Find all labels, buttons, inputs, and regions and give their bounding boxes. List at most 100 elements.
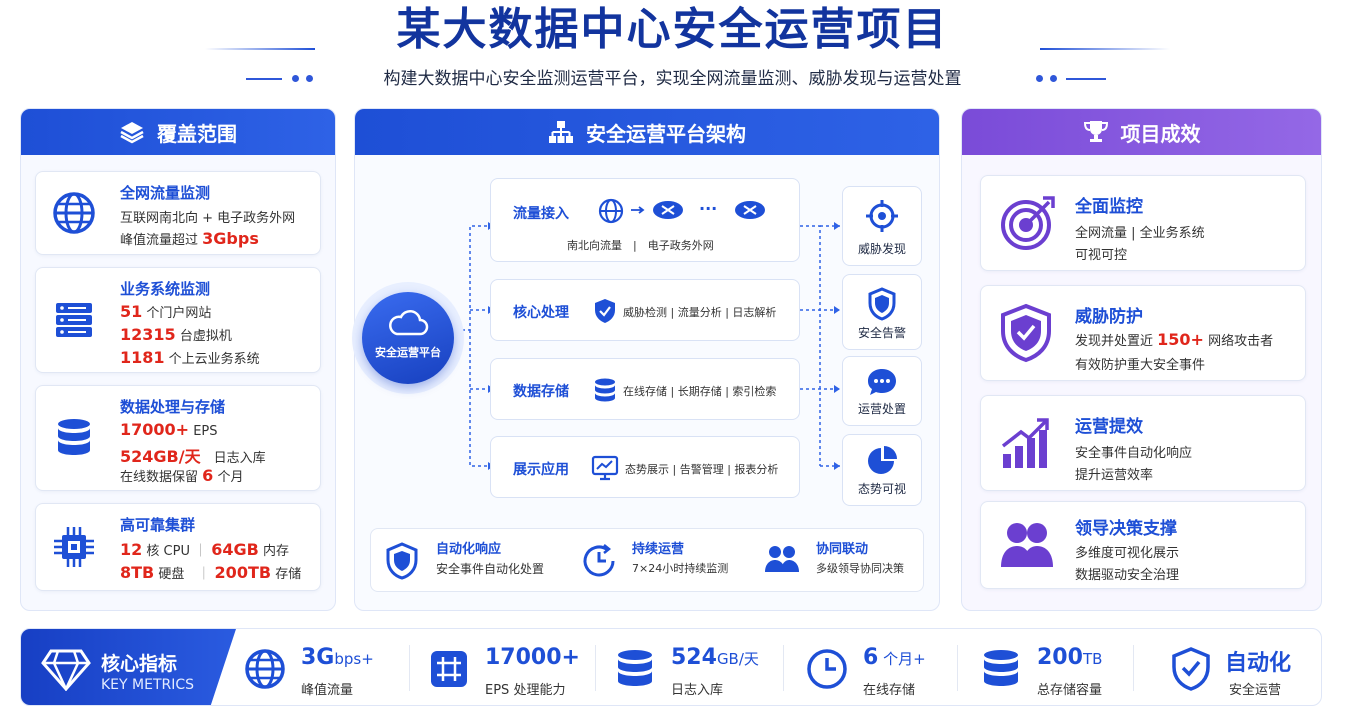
metric-divider [595,645,596,691]
results-title: 项目成效 [1120,121,1201,146]
key-metrics-header: 核心指标 KEY METRICS [21,629,236,705]
database-icon [618,650,652,686]
result-text: 网络攻击者 [1208,334,1274,349]
flow-label: 展示应用 [513,462,569,478]
metric-number: 200 [1037,645,1083,670]
card-text: 个门户网站 [146,306,212,321]
card-value: 3Gbps [202,229,259,248]
result-value: 150+ [1157,330,1204,349]
card-value: 8TB [120,563,155,582]
card-text: 峰值流量超过 [120,233,199,248]
monitor-chart-icon [591,455,619,481]
router-icon [653,201,683,219]
results-panel: 项目成效 全面监控 全网流量 | 全业务系统 可视可控 威胁防护 发现并处置近 … [961,108,1322,611]
flow-label: 核心处理 [513,305,569,321]
card-line: 峰值流量超过 3Gbps [120,229,259,248]
subtitle-dot [1050,75,1057,82]
feature-continuous-ops: 持续运营 7×24小时持续监测 [580,528,750,592]
flow-detail: 威胁检测 | 流量分析 | 日志解析 [623,306,777,319]
card-line: 1181 个上云业务系统 [120,348,260,367]
metric-value: 524GB/天 [671,645,759,670]
card-line: 8TB 硬盘 ｜ 200TB 存储 [120,563,302,582]
pie-chart-icon [868,446,897,474]
network-icon [549,121,573,143]
crosshair-icon [866,200,898,232]
card-value: 12 [120,540,143,559]
output-operation: 运营处置 [842,356,922,426]
feature-sub: 多级领导协同决策 [816,562,904,575]
coverage-card-traffic: 全网流量监测 互联网南北向 + 电子政务外网 峰值流量超过 3Gbps [35,171,321,255]
card-value: 200TB [214,563,272,582]
result-title: 全面监控 [1075,197,1143,217]
flow-row-core: 核心处理 威胁检测 | 流量分析 | 日志解析 [490,279,800,341]
router-icon [735,201,765,219]
metric-value: 自动化 [1225,645,1291,677]
shield-icon [386,542,418,580]
card-text: 日志入库 [213,451,266,466]
result-card-decision: 领导决策支撑 多维度可视化展示 数据驱动安全治理 [980,501,1306,589]
result-line: 全网流量 | 全业务系统 [1075,226,1205,241]
server-icon [56,303,92,337]
result-text: 发现并处置近 [1075,334,1154,349]
coverage-card-business: 业务系统监测 51 个门户网站 12315 台虚拟机 1181 个上云业务系统 [35,267,321,373]
card-line: 在线数据保留 6 个月 [120,466,243,485]
metric-label: 在线存储 [863,683,916,698]
result-line: 提升运营效率 [1075,468,1154,483]
metric-automation: 自动化 安全运营 [1171,629,1321,705]
card-value: 6 [202,466,214,485]
title-decoration-left [205,48,315,50]
feature-title: 协同联动 [816,542,869,557]
subtitle-dash-right [1066,78,1106,80]
card-line: 51 个门户网站 [120,302,211,321]
architecture-header: 安全运营平台架构 [355,109,939,155]
card-value: 12315 [120,325,176,344]
metric-label: EPS 处理能力 [485,683,566,698]
growth-chart-icon [1001,418,1049,468]
output-situation-view: 态势可视 [842,434,922,506]
flow-row-ingest: 流量接入 ··· 南北向流量 | 电子政务外网 [490,178,800,262]
metric-peak-traffic: 3Gbps+ 峰值流量 [243,629,423,705]
output-label: 安全告警 [857,326,906,340]
card-text: 核 CPU [146,544,190,559]
key-metrics-bar: 核心指标 KEY METRICS 3Gbps+ 峰值流量 17000+ EPS … [20,628,1322,706]
metric-number: 524 [671,645,717,670]
coverage-header: 覆盖范围 [21,109,335,155]
feature-sub: 7×24小时持续监测 [632,562,729,575]
metric-log-ingest: 524GB/天 日志入库 [613,629,793,705]
metric-number: 3G [301,645,335,670]
diamond-icon [41,649,91,691]
card-text: 在线数据保留 [120,470,199,485]
metric-value: 200TB [1037,645,1102,670]
globe-icon [53,192,95,234]
result-title: 运营提效 [1075,417,1143,437]
metric-label: 峰值流量 [301,683,354,698]
users-icon [765,546,799,572]
output-label: 运营处置 [857,402,906,416]
feature-title: 自动化响应 [436,542,502,557]
card-text: 个上云业务系统 [168,352,260,367]
coverage-title: 覆盖范围 [157,121,237,146]
architecture-features [370,528,924,592]
result-line: 可视可控 [1075,248,1128,263]
users-icon [1001,523,1053,567]
result-line: 多维度可视化展示 [1075,546,1180,561]
result-line: 数据驱动安全治理 [1075,568,1180,583]
feature-sub: 安全事件自动化处置 [436,562,545,576]
arrow-right-icon [631,206,645,214]
card-line: 17000+ EPS [120,420,218,439]
result-line: 安全事件自动化响应 [1075,446,1193,461]
result-line: 发现并处置近 150+ 网络攻击者 [1075,330,1273,349]
platform-label: 安全运营平台 [375,346,441,359]
result-card-protection: 威胁防护 发现并处置近 150+ 网络攻击者 有效防护重大安全事件 [980,285,1306,381]
card-line: 12315 台虚拟机 [120,325,232,344]
metric-online-storage: 6 个月+ 在线存储 [805,629,975,705]
shield-check-icon [595,299,615,323]
card-text: EPS [193,424,218,439]
metric-number: 17000+ [485,645,580,670]
card-text: 内存 [262,544,289,559]
layers-icon [120,122,144,144]
metric-value: 3Gbps+ [301,645,374,670]
metric-label: 总存储容量 [1037,683,1103,698]
shield-check-icon [1172,647,1210,691]
flow-row-storage: 数据存储 在线存储 | 长期存储 | 索引检索 [490,358,800,420]
